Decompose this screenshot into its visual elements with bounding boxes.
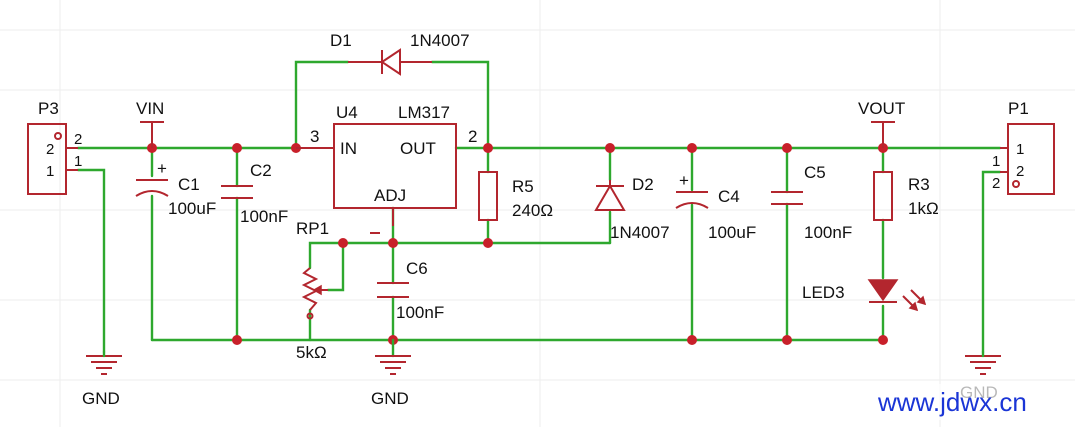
p1-outer-pin-1: 1: [992, 153, 1000, 170]
vin-label: VIN: [136, 99, 164, 118]
u4-ref: U4: [336, 103, 358, 122]
c1-value: 100uF: [168, 199, 216, 218]
c2-ref: C2: [250, 161, 272, 180]
d1-ref: D1: [330, 31, 352, 50]
p3-outer-pin-2: 2: [74, 131, 82, 148]
c1-ref: C1: [178, 175, 200, 194]
capacitor-c6: C6 100nF: [377, 259, 444, 322]
c4-polarity: +: [679, 171, 689, 190]
led-led3: LED3: [802, 279, 927, 312]
gnd-label-center: GND: [371, 389, 409, 408]
rp1-value: 5kΩ: [296, 343, 327, 362]
connector-p3: P3 2 1 2 1: [27, 99, 82, 195]
wires: [76, 60, 1002, 354]
p1-outer-pin-2: 2: [992, 175, 1000, 192]
r3-value: 1kΩ: [908, 199, 939, 218]
c5-ref: C5: [804, 163, 826, 182]
c5-value: 100nF: [804, 223, 852, 242]
c2-value: 100nF: [240, 207, 288, 226]
r5-value: 240Ω: [512, 201, 553, 220]
watermark-backdrop: [872, 384, 1068, 420]
c4-value: 100uF: [708, 223, 756, 242]
net-vout: VOUT: [858, 99, 905, 148]
d1-value: 1N4007: [410, 31, 470, 50]
p3-ref: P3: [38, 99, 59, 118]
watermark-text: www.jdwx.cn: [877, 387, 1027, 417]
d2-ref: D2: [632, 175, 654, 194]
net-vin: VIN: [136, 99, 164, 148]
diode-d1: D1 1N4007: [330, 31, 470, 76]
potentiometer-rp1: RP1 5kΩ: [296, 219, 329, 362]
regulator-u4: U4 LM317 IN OUT ADJ 3 2: [296, 103, 477, 234]
p3-outer-pin-1: 1: [74, 153, 82, 170]
u4-pin-out: OUT: [400, 139, 436, 158]
u4-pin-in: IN: [340, 139, 357, 158]
u4-pin-adj: ADJ: [374, 186, 406, 205]
ground-symbol-center: GND: [371, 338, 411, 408]
r5-ref: R5: [512, 177, 534, 196]
c4-ref: C4: [718, 187, 740, 206]
p3-pin-1: 1: [46, 163, 54, 180]
led3-ref: LED3: [802, 283, 845, 302]
p1-pin-2: 2: [1016, 163, 1024, 180]
rp1-ref: RP1: [296, 219, 329, 238]
capacitor-c2: C2 100nF: [221, 161, 288, 226]
p1-ref: P1: [1008, 99, 1029, 118]
vout-label: VOUT: [858, 99, 905, 118]
d2-value: 1N4007: [610, 223, 670, 242]
capacitor-c5: C5 100nF: [771, 163, 852, 242]
c6-ref: C6: [406, 259, 428, 278]
p1-pin-1: 1: [1016, 141, 1024, 158]
p3-pin-2: 2: [46, 141, 54, 158]
ground-symbol-p3: GND: [82, 350, 122, 408]
diode-d2: D2 1N4007: [594, 175, 670, 242]
connector-p1: P1 1 2 1 2: [992, 99, 1055, 195]
c6-value: 100nF: [396, 303, 444, 322]
r3-ref: R3: [908, 175, 930, 194]
u4-pin-2: 2: [468, 127, 477, 146]
u4-value: LM317: [398, 103, 450, 122]
resistor-r3: R3 1kΩ: [873, 171, 939, 221]
capacitor-c4: + C4 100uF: [675, 171, 756, 242]
resistor-r5: R5 240Ω: [478, 171, 553, 221]
u4-pin-3: 3: [310, 127, 319, 146]
capacitor-c1: + C1 100uF: [135, 159, 216, 218]
c1-polarity: +: [157, 159, 167, 178]
gnd-label-left: GND: [82, 389, 120, 408]
